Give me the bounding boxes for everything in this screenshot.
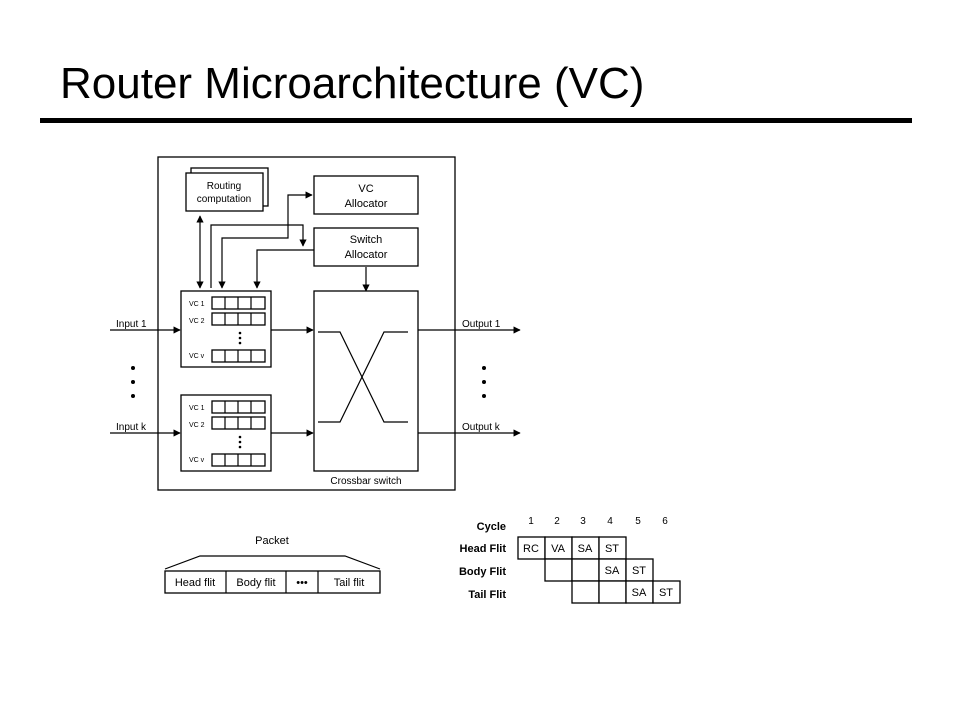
cycle-5: 5 xyxy=(635,516,641,527)
routing-label-1: Routing xyxy=(207,181,241,192)
body-flit-row-label: Body Flit xyxy=(459,566,506,578)
cycle-4: 4 xyxy=(607,516,613,527)
switch-allocator-block: Switch Allocator xyxy=(313,227,419,267)
packet-brace xyxy=(164,555,381,570)
pipeline-table: Cycle 1 2 3 4 5 6 Head Flit Body Flit Ta… xyxy=(459,516,681,604)
cycle-1: 1 xyxy=(528,516,534,527)
head-flit-row-label: Head Flit xyxy=(460,543,507,555)
vc-allocator-label-2: Allocator xyxy=(345,198,388,210)
vc1-label: VC 1 xyxy=(189,301,205,308)
input-1-label: Input 1 xyxy=(116,319,147,330)
vc2-label: VC 2 xyxy=(189,318,205,325)
output-1-label: Output 1 xyxy=(462,319,501,330)
pipeline-cell: SA xyxy=(605,565,620,577)
cycle-2: 2 xyxy=(554,516,560,527)
cycle-label: Cycle xyxy=(477,521,506,533)
title-underline xyxy=(40,118,912,123)
switch-allocator-label-2: Allocator xyxy=(345,249,388,261)
vcv-label: VC v xyxy=(189,457,205,464)
packet-flits: Head flit Body flit ••• Tail flit xyxy=(164,570,381,594)
io-arrows xyxy=(110,326,521,437)
pipeline-cell: ST xyxy=(632,565,646,577)
crossbar-switch: Crossbar switch xyxy=(313,290,419,487)
slide-title: Router Microarchitecture (VC) xyxy=(60,59,645,108)
crossbar-label: Crossbar switch xyxy=(330,476,401,487)
vc2-label: VC 2 xyxy=(189,422,205,429)
vc1-label: VC 1 xyxy=(189,405,205,412)
packet-title: Packet xyxy=(255,535,289,547)
input-k-label: Input k xyxy=(116,422,147,433)
tail-flit: Tail flit xyxy=(334,577,365,589)
pipeline-cell: SA xyxy=(632,587,647,599)
input-buffer-k: VC 1 VC 2 VC v xyxy=(180,394,272,472)
body-flit: Body flit xyxy=(236,577,275,589)
pipeline-cell: ST xyxy=(605,543,619,555)
tail-flit-row-label: Tail Flit xyxy=(468,589,506,601)
ellipsis-outputs xyxy=(482,366,486,398)
head-flit: Head flit xyxy=(175,577,215,589)
ellipsis-inputs xyxy=(131,366,135,398)
cycle-6: 6 xyxy=(662,516,668,527)
pipeline-cell: VA xyxy=(551,543,566,555)
pipeline-cell: RC xyxy=(523,543,539,555)
pipeline-cell: ST xyxy=(659,587,673,599)
routing-label-2: computation xyxy=(197,194,251,205)
vc-allocator-label-1: VC xyxy=(358,183,373,195)
vcv-label: VC v xyxy=(189,353,205,360)
pipeline-cell: SA xyxy=(578,543,593,555)
output-k-label: Output k xyxy=(462,422,501,433)
input-buffer-1: VC 1 VC 2 VC v xyxy=(180,290,272,368)
switch-allocator-label-1: Switch xyxy=(350,234,382,246)
routing-computation-block: Routing computation xyxy=(185,167,269,212)
cycle-3: 3 xyxy=(580,516,586,527)
ellipsis-flit: ••• xyxy=(296,577,308,589)
control-arrows xyxy=(196,191,370,292)
vc-allocator-block: VC Allocator xyxy=(313,175,419,215)
